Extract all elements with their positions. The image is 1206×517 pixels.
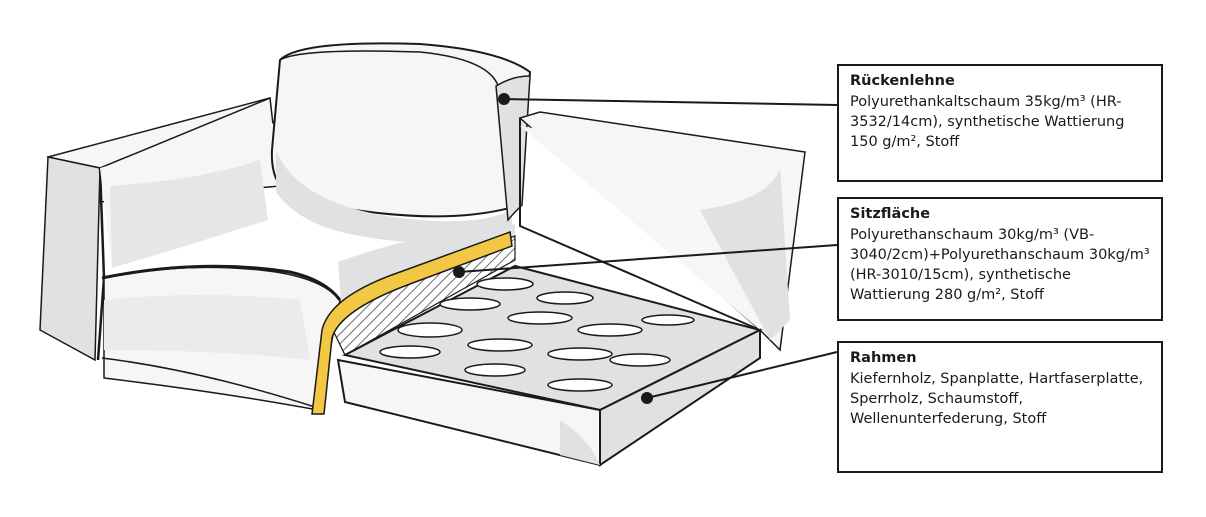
callout-seat-title: Sitzfläche (850, 205, 1151, 224)
callout-backrest-title: Rückenlehne (850, 72, 1151, 91)
back-cushion (272, 43, 530, 244)
callout-seat-text: Polyurethanschaum 30kg/m³ (VB-3040/2cm)+… (850, 225, 1151, 305)
callout-frame-title: Rahmen (850, 349, 1151, 368)
callout-backrest: Rückenlehne Polyurethankaltschaum 35kg/m… (837, 64, 1163, 182)
left-seat-cushion (102, 266, 340, 410)
callout-seat: Sitzfläche Polyurethanschaum 30kg/m³ (VB… (837, 197, 1163, 321)
callout-frame-text: Kiefernholz, Spanplatte, Hartfaserplatte… (850, 369, 1151, 429)
callout-backrest-text: Polyurethankaltschaum 35kg/m³ (HR-3532/1… (850, 92, 1151, 152)
callout-frame: Rahmen Kiefernholz, Spanplatte, Hartfase… (837, 341, 1163, 473)
